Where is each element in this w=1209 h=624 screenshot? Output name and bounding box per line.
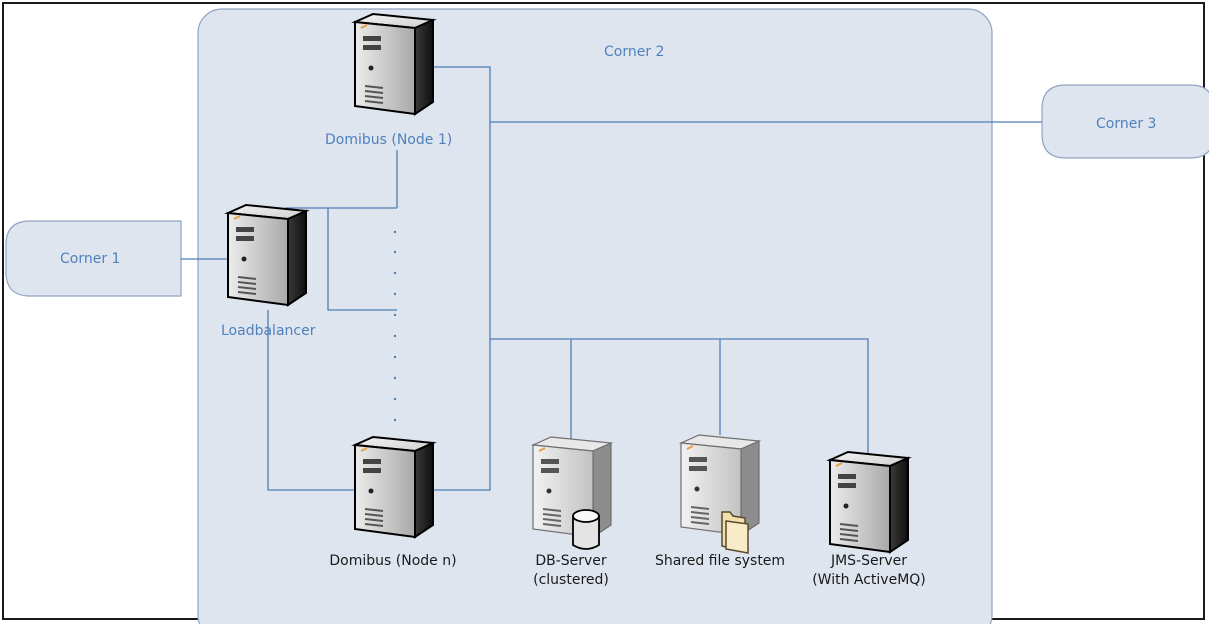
jms-server-icon [829,451,909,553]
shared-file-system-server-icon [680,434,760,536]
database-cylinder-icon [572,509,600,550]
domibus-noden-server-icon [354,436,434,538]
domibus-noden-label: Domibus (Node n) [329,553,457,569]
loadbalancer-server-icon [227,204,307,306]
folder-icon [721,511,749,554]
connector-lines [181,66,1042,491]
domibus-node1-label: Domibus (Node 1) [325,132,453,148]
loadbalancer-label: Loadbalancer [221,323,316,339]
db-server-label-line2: (clustered) [533,572,609,588]
db-server-label-line1: DB-Server [535,553,607,569]
domibus-node1-server-icon [354,13,434,115]
corner3-label: Corner 3 [1096,116,1157,132]
corner2-label: Corner 2 [604,44,665,60]
corner1-label: Corner 1 [60,251,121,267]
corner1-box [5,220,182,297]
shared-file-system-label: Shared file system [654,553,786,569]
jms-server-label-line2: (With ActiveMQ) [812,572,926,588]
corner3-box [1041,84,1209,159]
ellipsis-dots [393,230,397,422]
jms-server-label-line1: JMS-Server [830,553,908,569]
